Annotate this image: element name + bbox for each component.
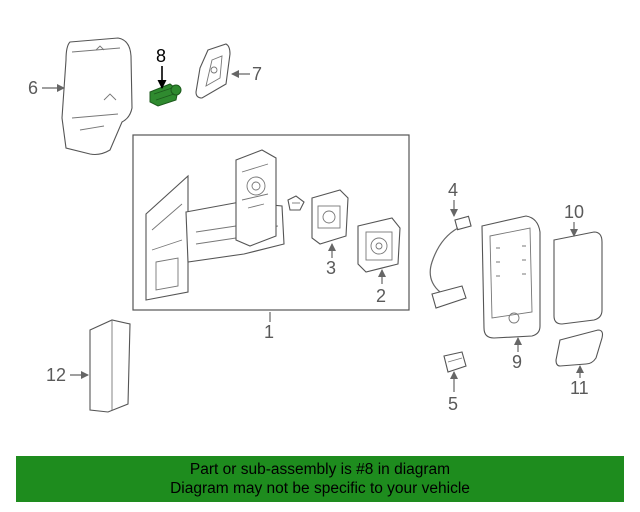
callout-3: 3 xyxy=(326,258,336,278)
part-6-mirror-cover[interactable] xyxy=(61,37,133,156)
callout-2: 2 xyxy=(376,286,386,306)
part-5-connector[interactable] xyxy=(443,351,467,373)
leader-lines xyxy=(42,66,584,392)
info-banner: Part or sub-assembly is #8 in diagram Di… xyxy=(16,456,624,502)
part-12-module[interactable] xyxy=(89,319,131,413)
callout-7: 7 xyxy=(252,64,262,84)
banner-line-1: Part or sub-assembly is #8 in diagram xyxy=(189,461,451,478)
callout-6: 6 xyxy=(28,78,38,98)
callout-1: 1 xyxy=(264,322,274,342)
callout-12: 12 xyxy=(46,365,66,385)
callout-4: 4 xyxy=(448,180,458,200)
part-8-highlighted[interactable] xyxy=(149,83,182,107)
callout-5: 5 xyxy=(448,394,458,414)
part-9-glass-housing[interactable] xyxy=(481,215,541,339)
callout-8: 8 xyxy=(156,46,166,66)
callout-10: 10 xyxy=(564,202,584,222)
banner-line-2: Diagram may not be specific to your vehi… xyxy=(170,480,470,497)
callout-11: 11 xyxy=(570,378,589,398)
part-4-harness[interactable] xyxy=(429,215,472,309)
part-11-convex-glass[interactable] xyxy=(555,329,604,367)
parts-diagram: 1 2 3 4 5 6 7 8 9 10 11 12 xyxy=(28,37,604,414)
part-7-bracket[interactable] xyxy=(195,43,231,99)
callout-9: 9 xyxy=(512,352,522,372)
part-1-assembly[interactable] xyxy=(132,134,410,311)
part-10-mirror-glass[interactable] xyxy=(553,231,603,325)
